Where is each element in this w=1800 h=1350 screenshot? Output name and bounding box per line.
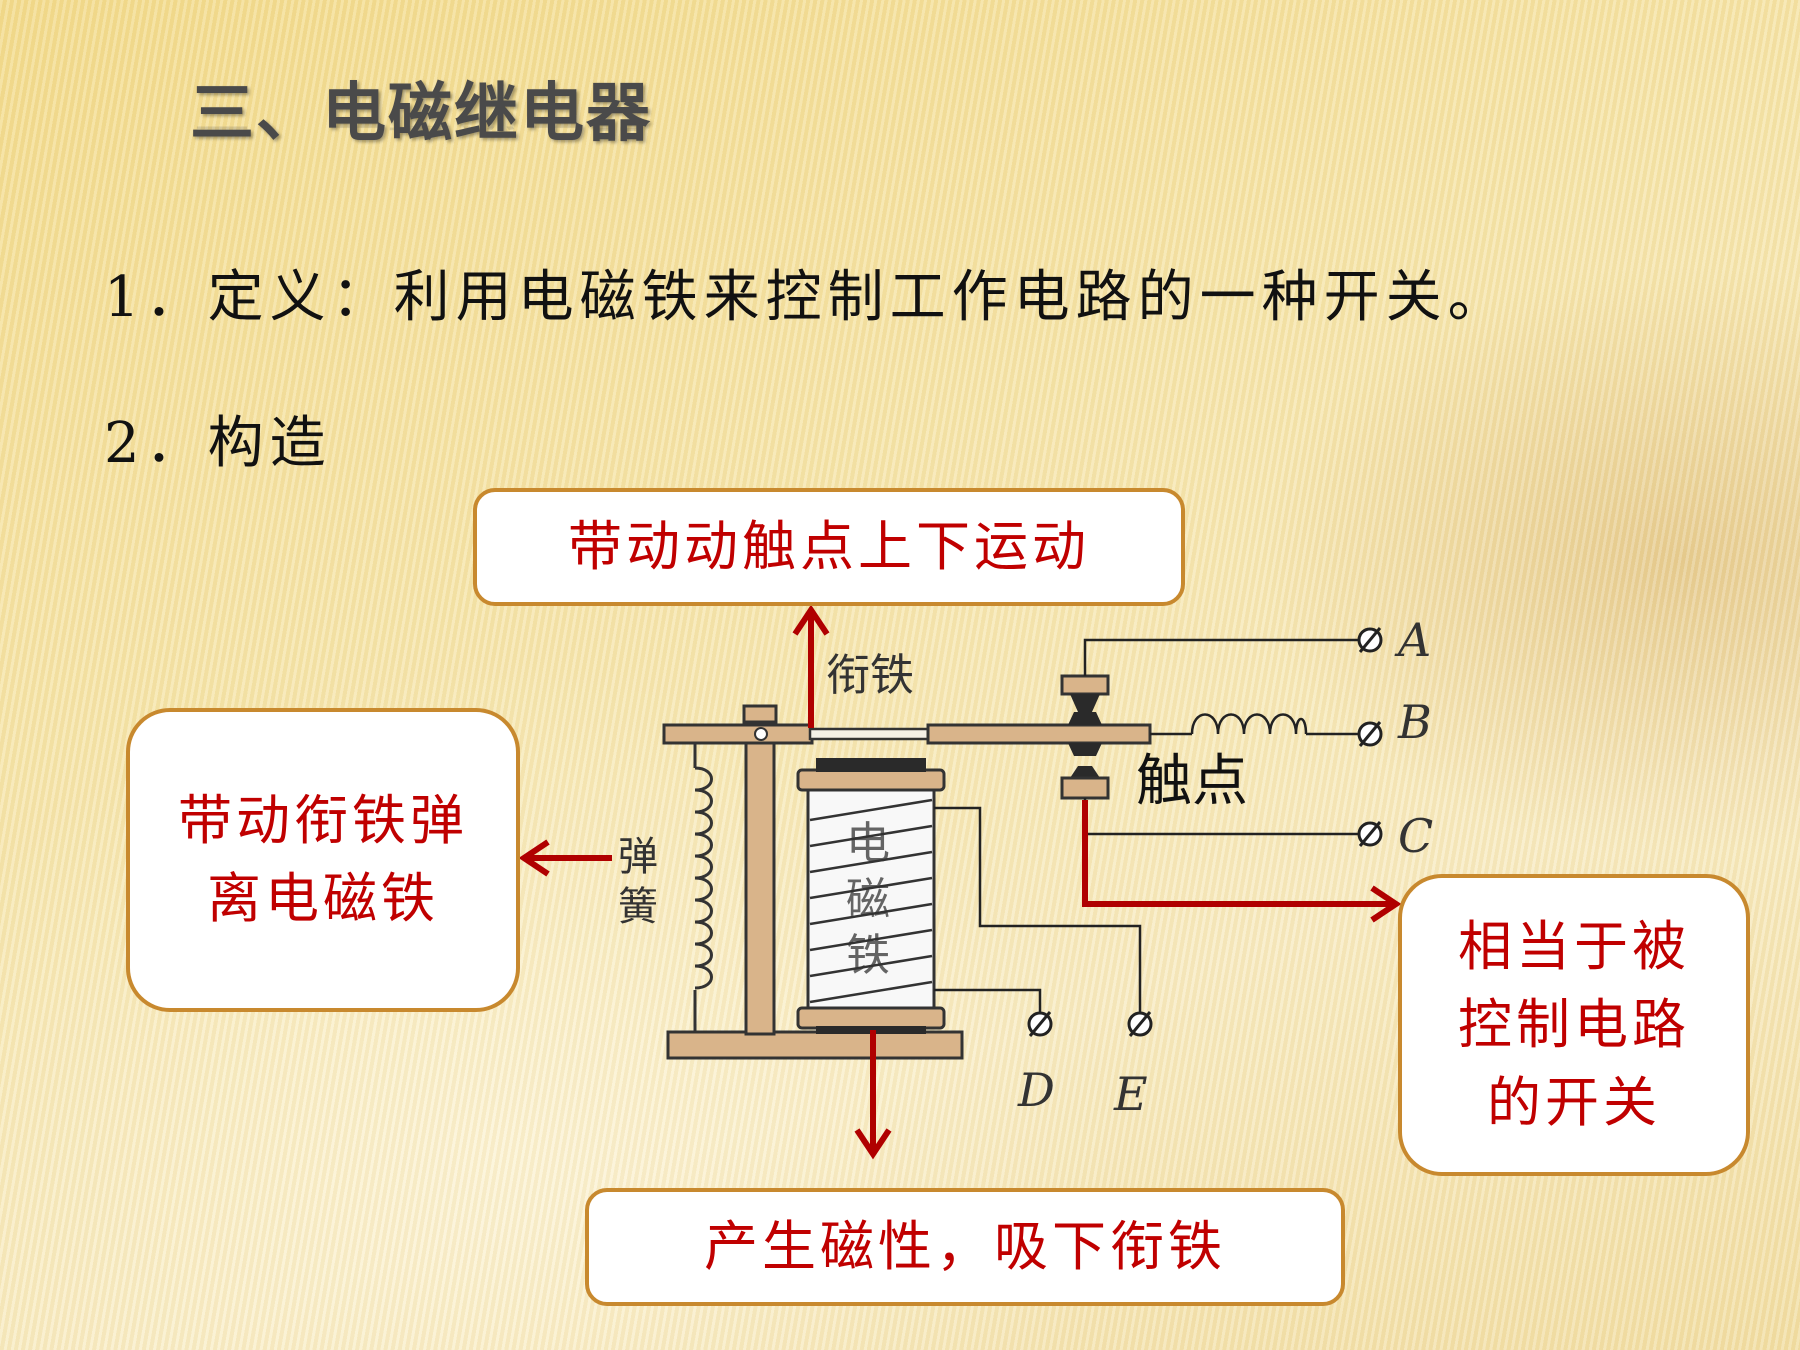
- terminal-e-label: E: [1113, 1067, 1148, 1121]
- terminal-c-label: C: [1398, 809, 1433, 863]
- callout-spring-function: 带动衔铁弹 离电磁铁: [126, 708, 520, 1012]
- page-title: 三、电磁继电器: [190, 77, 652, 151]
- arrow-up-head: [792, 604, 830, 636]
- callout-spring-line2: 离电磁铁: [207, 867, 439, 930]
- arrow-right-shaft: [1082, 800, 1392, 907]
- callout-contacts-line3: 的开关: [1487, 1071, 1661, 1135]
- callout-armature-function: 带动动触点上下运动: [473, 488, 1185, 606]
- electromagnet-label-3: 铁: [846, 930, 890, 981]
- coil-bottom-flange: [796, 1006, 946, 1030]
- terminal-b-label: B: [1397, 695, 1432, 749]
- electromagnet-label-1: 电: [846, 818, 890, 869]
- definition-text: 1．定义：利用电磁铁来控制工作电路的一种开关。: [104, 265, 1510, 330]
- small-spring: [1190, 713, 1308, 735]
- arrows: [518, 604, 1402, 1160]
- electromagnet-label-2: 磁: [846, 874, 890, 925]
- coil-wires: [934, 806, 1142, 1012]
- armature-bar-left: [662, 723, 814, 745]
- moving-contact-bottom: [1068, 743, 1102, 756]
- terminal-d-label: D: [1017, 1063, 1055, 1117]
- upper-static-contact: [1060, 674, 1110, 696]
- title-block: 三、电磁继电器 三、电磁继电器: [190, 62, 652, 170]
- post-cap: [742, 704, 778, 724]
- spring: [693, 743, 713, 1032]
- arrow-right-head: [1370, 885, 1402, 923]
- callout-electromagnet-text: 产生磁性，吸下衔铁: [704, 1214, 1226, 1278]
- terminals-abc: [1357, 627, 1383, 847]
- callout-contacts-line1: 相当于被: [1458, 914, 1690, 978]
- lower-static-contact: [1060, 776, 1110, 800]
- base-plate: [666, 1030, 964, 1060]
- arrow-left-head: [518, 839, 550, 877]
- support-post: [744, 718, 776, 1036]
- arrow-down-head: [854, 1128, 892, 1160]
- contacts-label: 触点: [1136, 749, 1248, 814]
- spring-label-1: 弹: [618, 834, 658, 880]
- lower-contact-tip: [1070, 766, 1100, 778]
- structure-heading: 2．构造: [104, 411, 332, 476]
- callout-armature-text: 带动动触点上下运动: [568, 514, 1090, 578]
- coil-windings: [809, 798, 933, 1004]
- moving-contact-top: [1068, 712, 1102, 725]
- coil-top-flange: [796, 768, 946, 792]
- core-top: [816, 758, 926, 772]
- armature-link: [808, 727, 932, 741]
- callout-electromagnet-function: 产生磁性，吸下衔铁: [585, 1188, 1345, 1306]
- callout-contacts-line2: 控制电路: [1458, 992, 1690, 1056]
- armature-label: 衔铁: [826, 650, 914, 701]
- spring-label-2: 簧: [618, 884, 658, 930]
- upper-contact-tip: [1070, 694, 1100, 712]
- terminal-a-label: A: [1394, 613, 1431, 667]
- armature-bar-right: [926, 723, 1152, 745]
- pivot: [754, 727, 768, 741]
- callout-spring-line1: 带动衔铁弹: [178, 788, 468, 852]
- callout-contacts-function: 相当于被 控制电路 的开关: [1398, 874, 1750, 1176]
